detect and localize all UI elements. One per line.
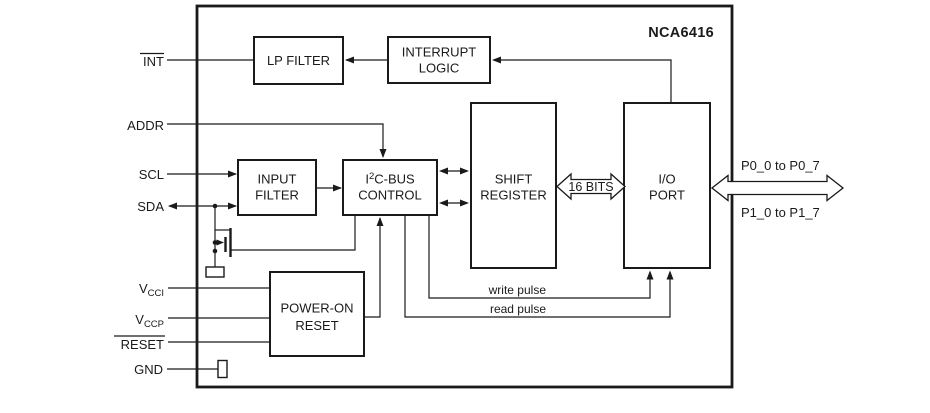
- chip-outline: [195, 4, 734, 389]
- lp-filter-label: LP FILTER: [267, 53, 330, 68]
- bus-16bits-label: 16 BITS: [568, 180, 613, 194]
- arrowhead-addr-into-i2c: [379, 149, 387, 158]
- wire-addr: [167, 123, 384, 157]
- wire-mosfet-to-i2c: [230, 216, 356, 251]
- lp-filter-box: [253, 36, 344, 85]
- input-filter-label-2: FILTER: [255, 188, 299, 203]
- arrowhead-write-into-ioport: [646, 270, 654, 280]
- wires: [167, 56, 674, 379]
- wire-por-to-i2c: [364, 218, 381, 318]
- arrowhead-sda-out: [168, 202, 177, 210]
- arrowhead-shift-to-i2c-lower: [439, 199, 448, 207]
- port0-label: P0_0 to P0_7: [741, 158, 820, 173]
- wire-read-pulse: [404, 215, 671, 318]
- blocks: LP FILTER INTERRUPT LOGIC INPUT FILTER I…: [237, 36, 711, 357]
- arrowhead-into-lp-filter: [345, 56, 354, 64]
- sda-output-mosfet: [215, 216, 356, 257]
- interrupt-logic-box: [387, 36, 491, 84]
- pin-label-sda: SDA: [137, 199, 164, 214]
- pin-label-reset: RESET: [121, 337, 164, 352]
- arrowhead-read-into-ioport: [666, 270, 674, 280]
- pin-label-vcci: VCCI: [139, 281, 164, 299]
- io-port-box: [623, 102, 711, 269]
- pin-label-int: INT: [143, 54, 164, 69]
- block-interrupt-logic: INTERRUPT LOGIC: [387, 36, 491, 84]
- io-port-label-2: PORT: [649, 188, 685, 203]
- block-i2c-bus-control: I2C-BUS CONTROL: [342, 159, 438, 216]
- vcci-sub: CCI: [148, 288, 164, 299]
- power-on-reset-label-2: RESET: [295, 318, 338, 333]
- block-io-port: I/O PORT: [623, 102, 711, 269]
- io-port-label-1: I/O: [658, 172, 675, 187]
- vccp-base: V: [135, 312, 144, 327]
- junction-dot-sda: [212, 203, 218, 209]
- i2c-label-sup2: 2: [369, 171, 374, 182]
- arrowhead-filter-into-i2c: [333, 184, 342, 192]
- i2c-bus-control-label-2: CONTROL: [358, 188, 422, 203]
- vcci-base: V: [139, 281, 148, 296]
- junction-dot-source: [212, 248, 218, 254]
- interrupt-logic-label-2: LOGIC: [419, 61, 459, 76]
- i2c-bus-control-box: [342, 159, 438, 216]
- wire-write-pulse: [428, 215, 651, 299]
- power-on-reset-box: [269, 271, 365, 357]
- block-input-filter: INPUT FILTER: [237, 159, 317, 216]
- arrowhead-sda-into-filter: [228, 202, 237, 210]
- mosfet-gate-arrow: [216, 239, 224, 246]
- gnd-pad: [217, 359, 228, 379]
- power-on-reset-label-1: POWER-ON: [281, 301, 354, 316]
- arrowhead-i2c-to-shift-upper: [460, 167, 469, 175]
- port-bus-arrow: [710, 174, 845, 202]
- i2c-bus-control-label-1: I2C-BUS: [365, 171, 415, 187]
- block-shift-register: SHIFT REGISTER: [470, 102, 557, 269]
- port1-label: P1_0 to P1_7: [741, 205, 820, 220]
- arrowhead-into-interrupt-logic: [492, 56, 501, 64]
- arrowhead-shift-to-i2c-upper: [439, 167, 448, 175]
- shift-register-label-2: REGISTER: [480, 188, 546, 203]
- i2c-label-cbus: C-BUS: [374, 172, 415, 187]
- pin-label-addr: ADDR: [127, 118, 164, 133]
- read-pulse-label: read pulse: [490, 302, 546, 316]
- input-filter-label-1: INPUT: [258, 172, 297, 187]
- pin-label-gnd: GND: [134, 362, 163, 377]
- input-filter-box: [237, 159, 317, 216]
- termination-pad: [205, 266, 225, 278]
- wire-ioport-to-interrupt: [494, 59, 672, 103]
- shift-register-label-1: SHIFT: [495, 172, 533, 187]
- arrowhead-por-into-i2c: [376, 217, 384, 226]
- write-pulse-label: write pulse: [488, 283, 547, 297]
- shift-register-box: [470, 102, 557, 269]
- vccp-sub: CCP: [144, 319, 164, 330]
- block-lp-filter: LP FILTER: [253, 36, 344, 85]
- i2c-label-i: I: [365, 172, 369, 187]
- block-power-on-reset: POWER-ON RESET: [269, 271, 365, 357]
- arrowhead-i2c-to-shift-lower: [460, 199, 469, 207]
- pin-label-scl: SCL: [139, 167, 164, 182]
- interrupt-logic-label-1: INTERRUPT: [402, 45, 476, 60]
- pin-label-vccp: VCCP: [135, 312, 164, 330]
- arrowhead-scl-into-filter: [228, 170, 237, 178]
- chip-title: NCA6416: [648, 25, 714, 41]
- pin-labels: INT ADDR SCL SDA VCCI VCCP RESET GND: [114, 52, 165, 377]
- bus-arrow-16bits: [556, 172, 626, 201]
